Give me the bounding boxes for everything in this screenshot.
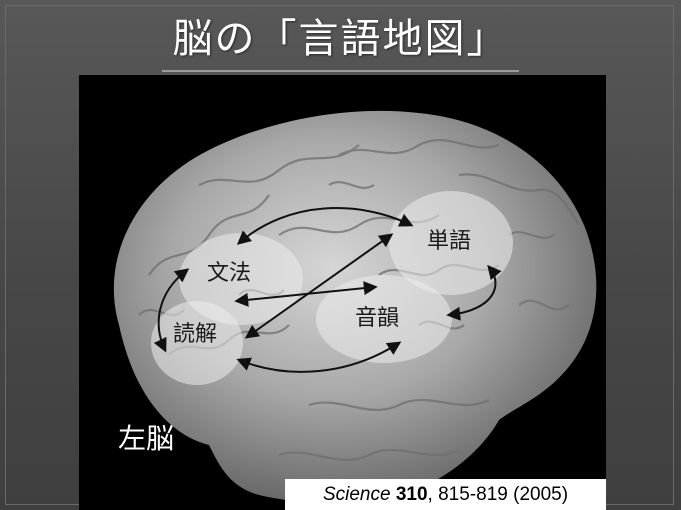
arrow-dokkai-tango [244,233,394,339]
region-label-onin: 音韻 [355,306,400,331]
citation-journal: Science [322,484,391,505]
region-label-dokkai: 読解 [173,322,218,347]
arrow-dokkai-onin [236,341,402,373]
region-label-bunpou: 文法 [207,261,252,286]
citation-pages-year: , 815-819 (2005) [427,484,569,505]
arrow-bunpou-dokkai [153,268,190,353]
slide-title: 脳の「言語地図」 [172,16,509,62]
citation: Science 310, 815-819 (2005) [285,479,606,510]
brain-figure: 文法 読解 単語 音韻 左脳 Science 310, 815-819 (200… [79,75,606,510]
connection-arrows [153,207,502,373]
citation-volume: 310 [395,484,428,505]
arrow-tango-onin [446,264,502,321]
hemisphere-label: 左脳 [118,422,175,455]
arrow-bunpou-tango [236,207,414,245]
title-divider [162,70,519,72]
brain-illustration [113,110,597,503]
region-label-tango: 単語 [427,229,472,254]
